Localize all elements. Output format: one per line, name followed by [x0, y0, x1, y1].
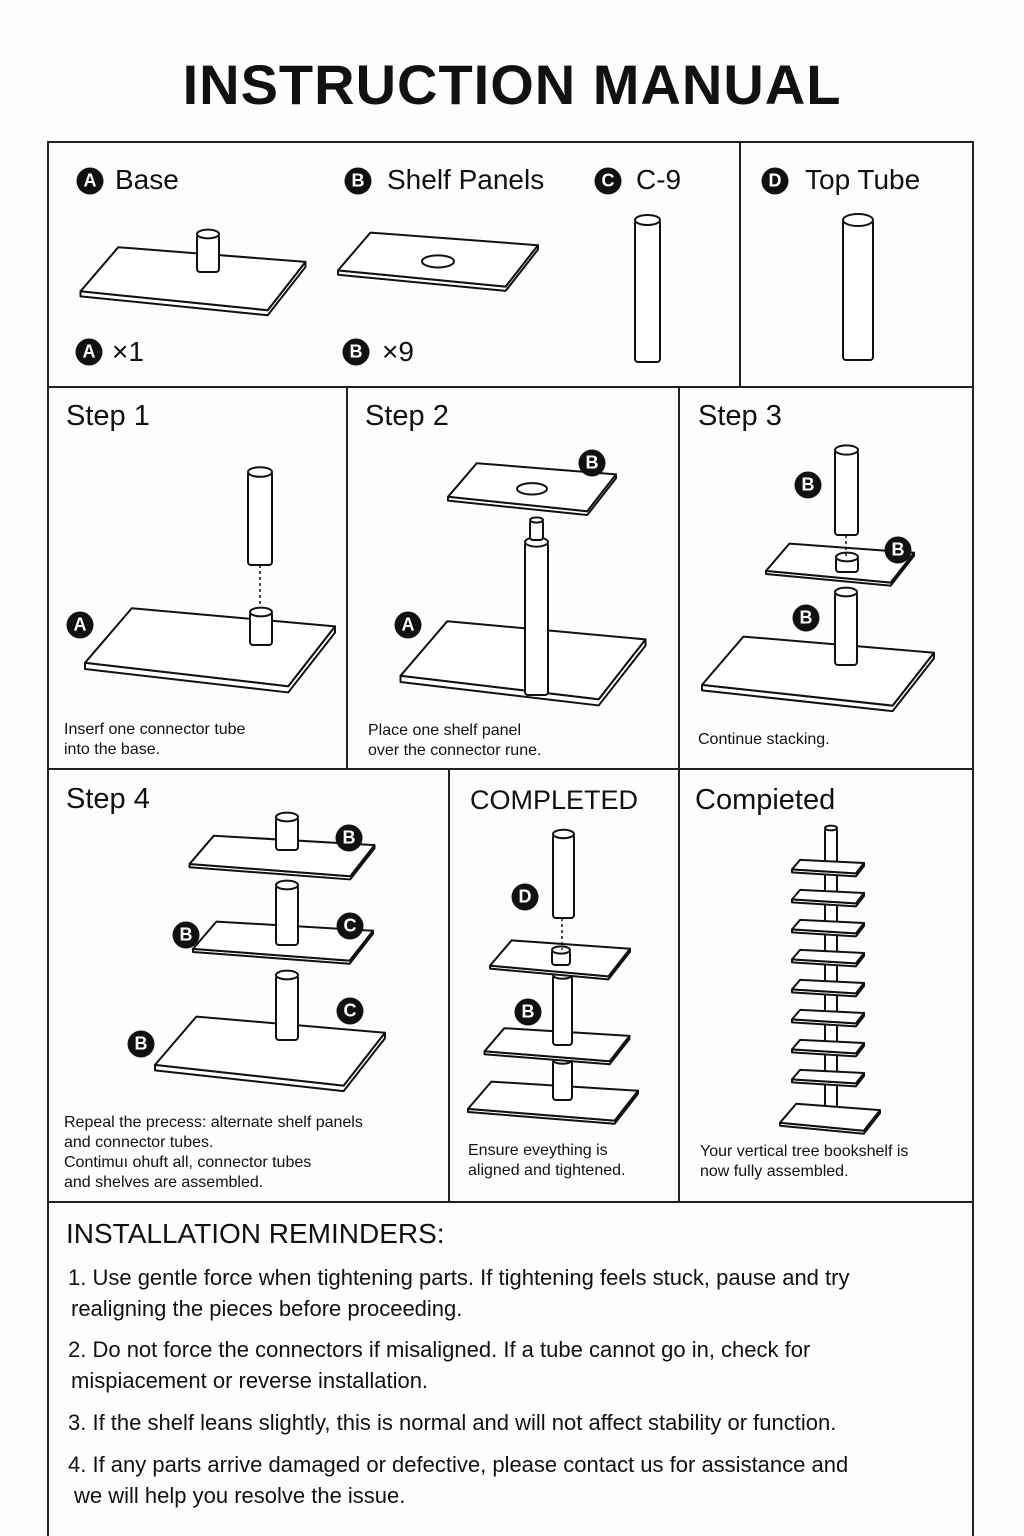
completed-2-title: Compieted [695, 784, 836, 816]
caption-line: Repeal the precess: alternate shelf pane… [64, 1114, 363, 1131]
step-4-caption: Repeal the precess: alternate shelf pane… [64, 1113, 363, 1193]
reminder-4: 4. If any parts arrive damaged or defect… [68, 1449, 928, 1511]
step-2-title: Step 2 [365, 400, 449, 432]
step-3-title: Step 3 [698, 400, 782, 432]
completed-2-caption: Your vertical tree bookshelf is now fully… [700, 1142, 908, 1182]
caption-line: into the base. [64, 741, 161, 758]
caption-line: Inserf one connector tube [64, 721, 246, 738]
caption-line: Ensure eveything is [468, 1142, 608, 1159]
badge-b: B [172, 921, 200, 949]
badge-a: A [394, 611, 422, 639]
badge-b: B [127, 1030, 155, 1058]
reminder-line: 4. If any parts arrive damaged or defect… [68, 1452, 849, 1477]
manual-frame [47, 141, 974, 1536]
part-label-shelf-panels: Shelf Panels [387, 164, 545, 195]
completed-title: COMPLETED [470, 785, 639, 815]
completed-caption: Ensure eveything is aligned and tightened… [468, 1141, 625, 1181]
page-title: INSTRUCTION MANUAL [182, 53, 842, 116]
part-badge-c: C [594, 167, 622, 195]
caption-line: Your vertical tree bookshelf is [700, 1143, 909, 1160]
reminder-line: mispiacement or reverse installation. [71, 1368, 429, 1393]
part-label-c9: C-9 [636, 164, 682, 195]
reminder-3: 3. If the shelf leans slightly, this is … [68, 1407, 928, 1438]
caption-line: Place one shelf panel [368, 722, 521, 739]
badge-a: A [66, 611, 94, 639]
divider [346, 387, 348, 769]
step-2-caption: Place one shelf panel over the connector … [368, 721, 541, 761]
badge-c: C [336, 912, 364, 940]
step-3-caption: Continue stacking. [698, 731, 830, 748]
badge-b: B [578, 449, 606, 477]
reminder-1: 1. Use gentle force when tightening part… [68, 1262, 928, 1324]
caption-line: and shelves are assembled. [64, 1174, 264, 1191]
step-1-title: Step 1 [66, 400, 150, 432]
caption-line: Contimuı ohuft all, connector tubes [64, 1154, 312, 1171]
caption-line: over the connector rune. [368, 742, 542, 759]
part-label-top-tube: Top Tube [805, 164, 921, 195]
caption-line: now fully assembled. [700, 1163, 849, 1180]
qty-badge-a: A [75, 338, 103, 366]
divider [47, 768, 974, 770]
part-label-base: Base [115, 164, 179, 195]
reminder-line: we will help you resolve the issue. [74, 1483, 406, 1508]
divider [47, 386, 974, 388]
badge-b: B [514, 998, 542, 1026]
badge-d: D [511, 883, 539, 911]
badge-b: B [794, 471, 822, 499]
badge-c: C [336, 997, 364, 1025]
qty-shelf-panels: ×9 [382, 336, 414, 367]
reminder-line: realigning the pieces before proceeding. [71, 1296, 463, 1321]
part-badge-d: D [761, 167, 789, 195]
reminder-line: 3. If the shelf leans slightly, this is … [68, 1410, 837, 1435]
reminder-line: 2. Do not force the connectors if misali… [68, 1337, 811, 1362]
badge-b: B [792, 604, 820, 632]
part-badge-a: A [76, 167, 104, 195]
badge-b: B [884, 536, 912, 564]
step-4-title: Step 4 [66, 783, 150, 815]
divider [678, 387, 680, 1202]
caption-line: aligned and tightened. [468, 1162, 626, 1179]
qty-base: ×1 [112, 336, 144, 367]
divider [739, 141, 741, 387]
step-1-caption: Inserf one connector tube into the base. [64, 720, 245, 760]
reminder-line: 1. Use gentle force when tightening part… [68, 1265, 850, 1290]
badge-b: B [335, 824, 363, 852]
divider [448, 769, 450, 1202]
caption-line: and connector tubes. [64, 1134, 214, 1151]
qty-badge-b: B [342, 338, 370, 366]
part-badge-b: B [344, 167, 372, 195]
reminders-title: INSTALLATION REMINDERS: [66, 1218, 445, 1249]
reminder-2: 2. Do not force the connectors if misali… [68, 1334, 928, 1396]
divider [47, 1201, 974, 1203]
